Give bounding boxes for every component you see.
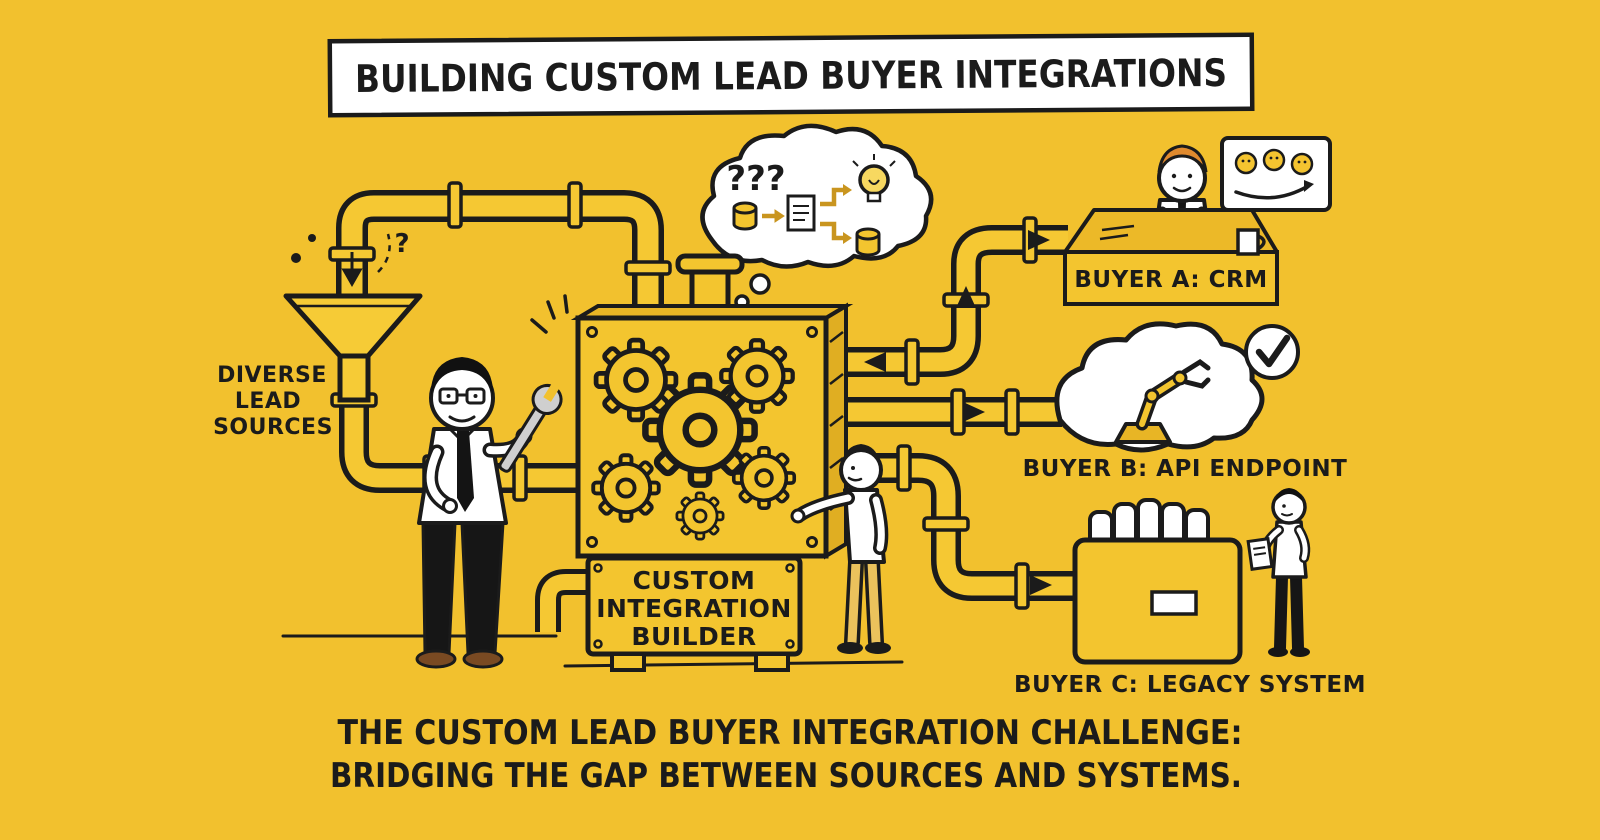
arrow-icon: [762, 209, 785, 223]
lead-droplet-icons: [291, 234, 316, 263]
plate-line2: INTEGRATION: [596, 594, 792, 623]
hair: [430, 357, 494, 396]
caption: THE CUSTOM LEAD BUYER INTEGRATION CHALLE…: [330, 713, 1243, 796]
buyer-a-label: BUYER A: CRM: [1074, 267, 1267, 293]
gear-icon: [731, 445, 797, 511]
plate-line1: CUSTOM: [633, 566, 756, 595]
buyer-c-group: BUYER C: LEGACY SYSTEM: [1014, 488, 1366, 698]
funnel-question-doodle: ?: [394, 229, 409, 259]
lead-funnel: ?: [283, 229, 423, 403]
wrench-icon: [498, 380, 563, 473]
diverse-lead-sources-label: DIVERSE LEAD SOURCES: [213, 363, 333, 440]
hair: [1275, 488, 1303, 502]
page-title: BUILDING CUSTOM LEAD BUYER INTEGRATIONS: [355, 51, 1227, 101]
branch-arrow-icons: [820, 184, 852, 244]
funnel-label-line2: LEAD: [235, 389, 301, 414]
lightbulb-icon: [852, 154, 896, 203]
document-icon: [786, 194, 816, 232]
engineer-figure: [415, 357, 563, 669]
buyer-c-label: BUYER C: LEGACY SYSTEM: [1014, 672, 1366, 698]
buyer-b-label: BUYER B: API ENDPOINT: [1023, 456, 1348, 482]
plate-line3: BUILDER: [631, 622, 756, 651]
pipe-flanges: [328, 181, 1038, 610]
gear-icon: [675, 491, 725, 541]
checkmark-icon: [1244, 324, 1300, 380]
gear-icon: [721, 340, 792, 411]
machine-name-plate: CUSTOM INTEGRATION BUILDER: [585, 555, 803, 657]
spark-lines: [530, 294, 569, 334]
robot-arm-icon: [1114, 358, 1211, 444]
helper-figure: [790, 444, 891, 654]
gear-icon: [596, 340, 676, 420]
caption-line2: BRIDGING THE GAP BETWEEN SOURCES AND SYS…: [330, 756, 1242, 796]
funnel-label-line1: DIVERSE: [217, 363, 327, 388]
hair: [1157, 144, 1208, 173]
database-icon: [855, 227, 881, 257]
title-banner: BUILDING CUSTOM LEAD BUYER INTEGRATIONS: [327, 32, 1255, 118]
caption-line1: THE CUSTOM LEAD BUYER INTEGRATION CHALLE…: [338, 713, 1243, 753]
clipboard-icon: [1246, 537, 1274, 571]
buyer-a-group: BUYER A: CRM: [1063, 136, 1332, 306]
mug-icon: [1236, 228, 1266, 256]
flow-arrow-icons: [341, 230, 1052, 595]
gear-icon: [591, 453, 661, 523]
funnel-label-line3: SOURCES: [213, 415, 333, 440]
smiley-face-icons: [1234, 148, 1314, 176]
file-folder-icon: [1072, 498, 1243, 665]
thought-cloud: ???: [700, 123, 934, 310]
tie: [457, 431, 474, 512]
crm-dashboard-screen: [1220, 136, 1332, 212]
buyer-b-group: BUYER B: API ENDPOINT: [1023, 321, 1348, 482]
integration-machine: CUSTOM INTEGRATION BUILDER: [530, 253, 854, 672]
database-icon: [732, 201, 758, 231]
question-marks-text: ???: [726, 159, 785, 199]
hair: [843, 444, 879, 462]
buyer-c-person: [1246, 488, 1311, 657]
